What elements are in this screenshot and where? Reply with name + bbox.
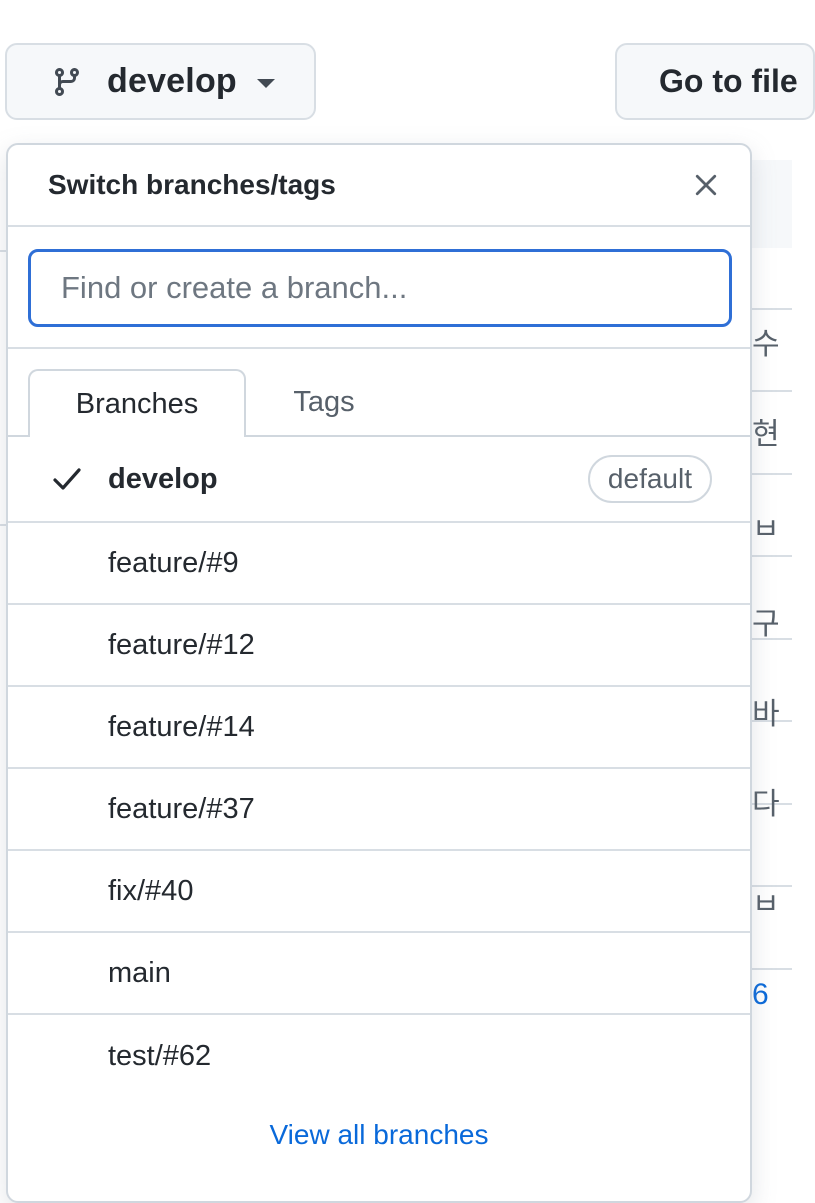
branch-item[interactable]: feature/#9 (8, 523, 750, 605)
background-row-divider (752, 885, 792, 887)
branch-name: feature/#9 (108, 546, 239, 579)
branch-name: feature/#14 (108, 710, 255, 743)
current-branch-label: develop (107, 62, 237, 100)
background-row-divider (752, 720, 792, 722)
filter-section (8, 227, 750, 349)
branch-item[interactable]: test/#62 (8, 1015, 750, 1097)
check-icon (53, 468, 81, 490)
branch-item[interactable]: fix/#40 (8, 851, 750, 933)
git-branch-icon (54, 67, 79, 96)
branch-filter-input[interactable] (28, 249, 732, 327)
background-link-text: 6 (752, 978, 769, 1011)
background-row-divider (752, 555, 792, 557)
background-row-divider (752, 308, 792, 310)
tab-tags[interactable]: Tags (293, 385, 355, 418)
branch-name: test/#62 (108, 1039, 212, 1072)
branch-switcher-dropdown: Switch branches/tags Branches Tags devel… (6, 143, 752, 1203)
go-to-file-button[interactable]: Go to file (615, 43, 815, 120)
go-to-file-label: Go to file (659, 63, 798, 99)
background-text: 바 (752, 698, 780, 731)
background-text: ㅂ (752, 513, 780, 546)
background-text: ㅂ (752, 888, 780, 921)
branch-item[interactable]: feature/#14 (8, 687, 750, 769)
background-text: 현 (752, 418, 780, 451)
branch-name: feature/#12 (108, 628, 255, 661)
background-row-divider (752, 803, 792, 805)
dropdown-title: Switch branches/tags (48, 169, 336, 200)
background-text: 다 (752, 788, 780, 821)
branch-name: feature/#37 (108, 792, 255, 825)
background-row-divider (752, 390, 792, 392)
branch-list: develop default feature/#9 feature/#12 f… (8, 437, 750, 1097)
branch-select-button[interactable]: develop (5, 43, 316, 120)
branch-name: main (108, 956, 171, 989)
view-all-branches-link[interactable]: View all branches (269, 1119, 489, 1150)
chevron-down-icon (256, 79, 275, 88)
branch-name: develop (108, 462, 218, 495)
tab-branches[interactable]: Branches (28, 369, 246, 437)
branch-item[interactable]: feature/#12 (8, 605, 750, 687)
background-file-list: 수 현 ㅂ 구 바 다 ㅂ 6 (752, 160, 792, 1170)
close-button[interactable] (686, 165, 726, 205)
default-badge: default (587, 455, 712, 503)
branch-item-develop[interactable]: develop default (8, 437, 750, 523)
background-text: 구 (752, 608, 780, 641)
branch-item[interactable]: feature/#37 (8, 769, 750, 851)
background-row-divider (752, 638, 792, 640)
background-list-header (752, 160, 792, 248)
page: develop Go to file 수 현 ㅂ 구 바 다 ㅂ 6 Switc… (0, 43, 815, 1203)
branch-name: fix/#40 (108, 874, 194, 907)
branch-tag-tabs: Branches Tags (8, 349, 750, 437)
branch-item[interactable]: main (8, 933, 750, 1015)
close-icon (695, 174, 717, 196)
background-row-divider (752, 968, 792, 970)
background-row-divider (752, 473, 792, 475)
background-text: 수 (752, 328, 780, 361)
dropdown-header: Switch branches/tags (8, 145, 750, 227)
